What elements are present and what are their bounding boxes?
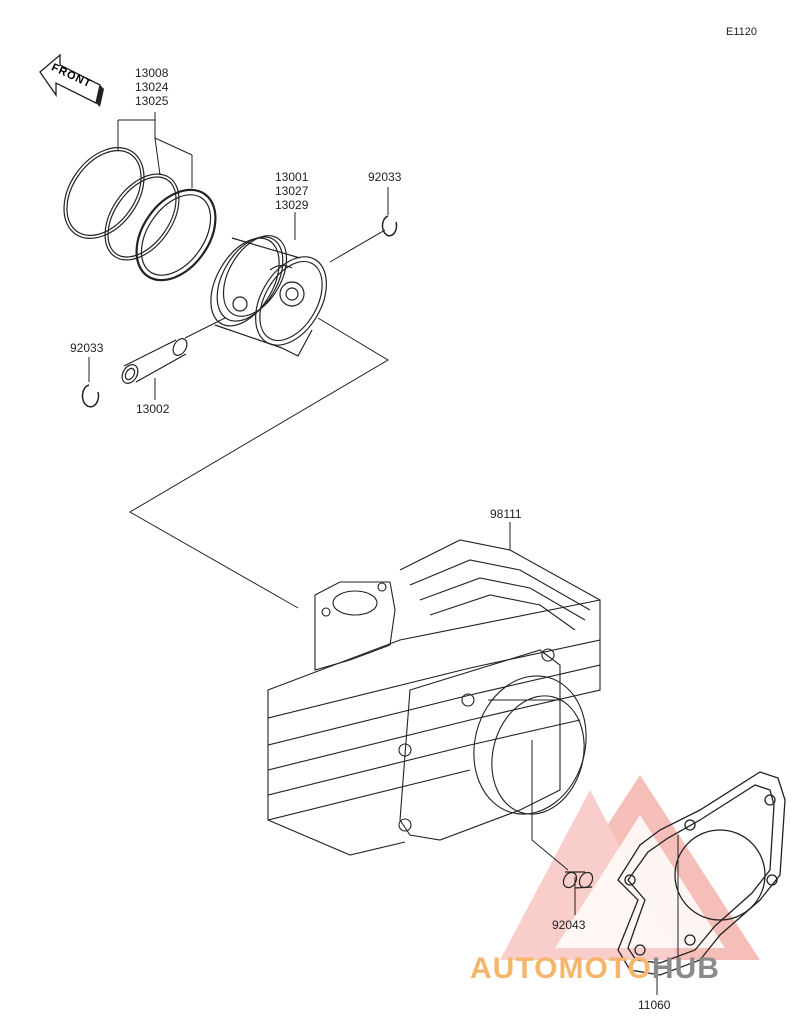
leader-lines xyxy=(88,112,679,995)
part-number-ring-2: 13024 xyxy=(135,80,169,94)
part-number-piston-2: 13027 xyxy=(275,184,309,198)
part-number-piston-1: 13001 xyxy=(275,170,309,184)
watermark-text-automoto: AUTOMOTO xyxy=(470,952,652,985)
cylinder-block xyxy=(267,539,601,856)
part-number-clip-left: 92033 xyxy=(70,341,104,355)
front-arrow xyxy=(39,53,104,107)
piston-rings xyxy=(63,147,217,282)
part-number-cylinder: 98111 xyxy=(490,507,522,521)
watermark-triangle xyxy=(500,775,760,960)
circlips xyxy=(81,215,398,408)
part-number-pin: 13002 xyxy=(136,402,170,416)
part-number-gasket: 11060 xyxy=(638,998,671,1012)
part-number-ring-3: 13025 xyxy=(135,94,169,108)
part-number-piston-3: 13029 xyxy=(275,198,309,212)
watermark-text-hub: HUB xyxy=(651,952,720,985)
base-gasket xyxy=(617,771,786,976)
diagram-code: E1120 xyxy=(726,26,757,38)
part-number-clip-top: 92033 xyxy=(368,170,402,184)
watermark-logo: AUTOMOTOHUB xyxy=(470,952,720,992)
dowel-pin xyxy=(562,871,594,889)
part-number-dowel: 92043 xyxy=(552,918,586,932)
part-number-ring-1: 13008 xyxy=(135,66,169,80)
piston xyxy=(210,235,327,357)
piston-pin xyxy=(121,338,188,384)
